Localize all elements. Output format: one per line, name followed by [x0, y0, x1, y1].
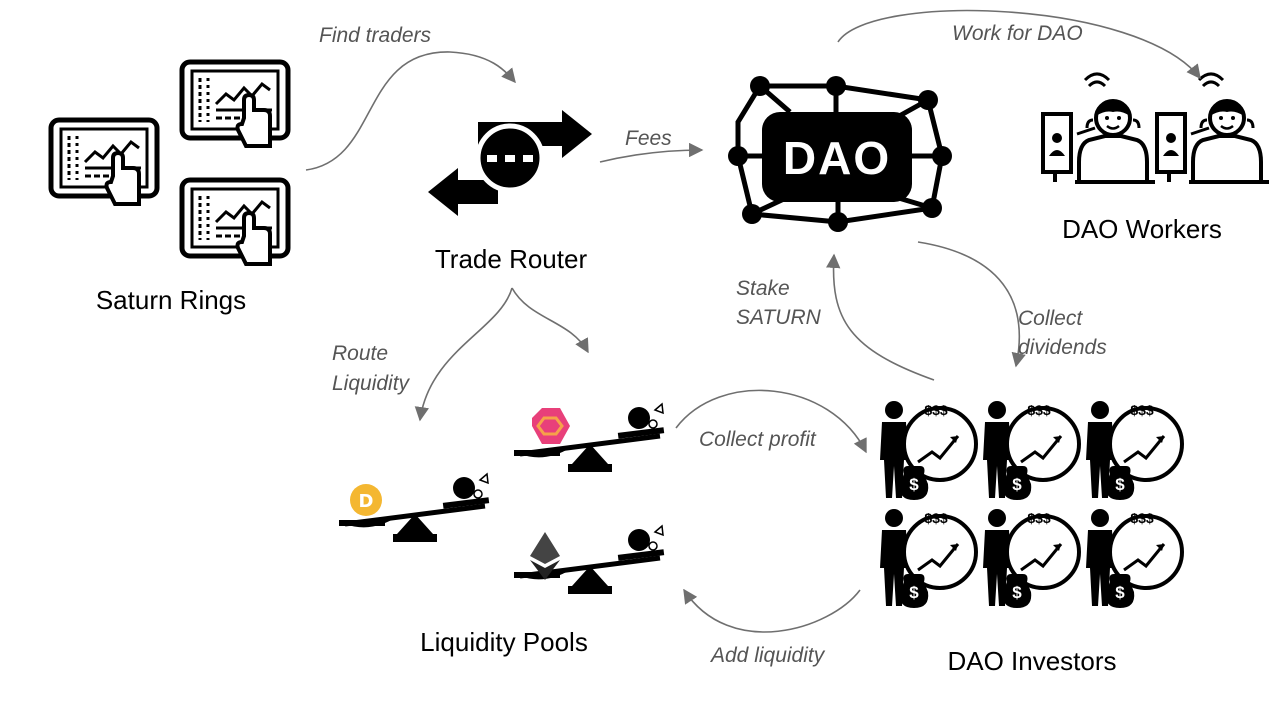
dao-icon-text: DAO — [783, 132, 891, 184]
arrow-fees — [599, 142, 704, 163]
liquidity-pools-icon: D — [339, 404, 664, 594]
svg-text:D: D — [359, 491, 374, 512]
arrow-route-liquidity-left — [414, 287, 513, 422]
dao-investors-label: DAO Investors — [947, 646, 1116, 676]
dai-scale: D — [339, 474, 489, 542]
edge-label-work-for-dao: Work for DAO — [952, 22, 1083, 45]
svg-text:$$$: $$$ — [1130, 510, 1154, 526]
saturn-rings-icon — [51, 62, 288, 264]
arrow-collect-dividends — [917, 241, 1026, 368]
eth-scale — [514, 526, 664, 594]
saturn-rings-label: Saturn Rings — [96, 285, 246, 315]
trade-router-icon — [428, 110, 592, 216]
svg-text:$: $ — [1115, 475, 1125, 494]
hex-coin-icon — [532, 408, 570, 444]
dao-icon: DAO — [728, 76, 952, 232]
edge-label-fees: Fees — [625, 127, 672, 150]
ethereum-icon — [530, 532, 560, 564]
svg-text:$: $ — [909, 583, 919, 602]
dai-coin-icon — [350, 484, 382, 516]
trade-router-label: Trade Router — [435, 244, 588, 274]
edge-label-route: Route — [332, 342, 388, 365]
arrow-work-for-dao — [837, 9, 1201, 80]
dao-workers-icon — [1041, 72, 1271, 184]
dao-workers-label: DAO Workers — [1062, 214, 1222, 244]
edge-label-collect: Collect — [1018, 307, 1083, 330]
liquidity-pools-label: Liquidity Pools — [420, 627, 588, 657]
arrow-add-liquidity — [683, 588, 861, 633]
svg-text:$: $ — [1012, 583, 1022, 602]
edge-label-stake: Stake — [736, 277, 790, 300]
dao-investors-icon: $$$$ $$$$ $$$$ $$$$ $$$$ $$$$ — [878, 399, 1184, 610]
arrow-collect-profit — [675, 389, 867, 454]
svg-text:$$$: $$$ — [1027, 510, 1051, 526]
svg-text:$$$: $$$ — [1027, 402, 1051, 418]
svg-text:$$$: $$$ — [924, 402, 948, 418]
arrow-route-liquidity-right — [511, 287, 589, 354]
svg-text:$$$: $$$ — [924, 510, 948, 526]
svg-text:$$$: $$$ — [1130, 402, 1154, 418]
edge-label-dividends: dividends — [1018, 336, 1107, 359]
svg-text:$: $ — [1012, 475, 1022, 494]
hex-scale — [514, 404, 664, 472]
arrow-stake-saturn — [826, 253, 935, 381]
edge-label-collect-profit: Collect profit — [699, 428, 817, 451]
edge-label-find-traders: Find traders — [319, 24, 432, 47]
edge-label-saturn: SATURN — [736, 306, 822, 329]
arrow-find-traders — [305, 51, 516, 171]
svg-text:$: $ — [1115, 583, 1125, 602]
edge-label-add-liquidity: Add liquidity — [709, 644, 826, 667]
edge-label-liquidity: Liquidity — [332, 372, 411, 395]
svg-text:$: $ — [909, 475, 919, 494]
